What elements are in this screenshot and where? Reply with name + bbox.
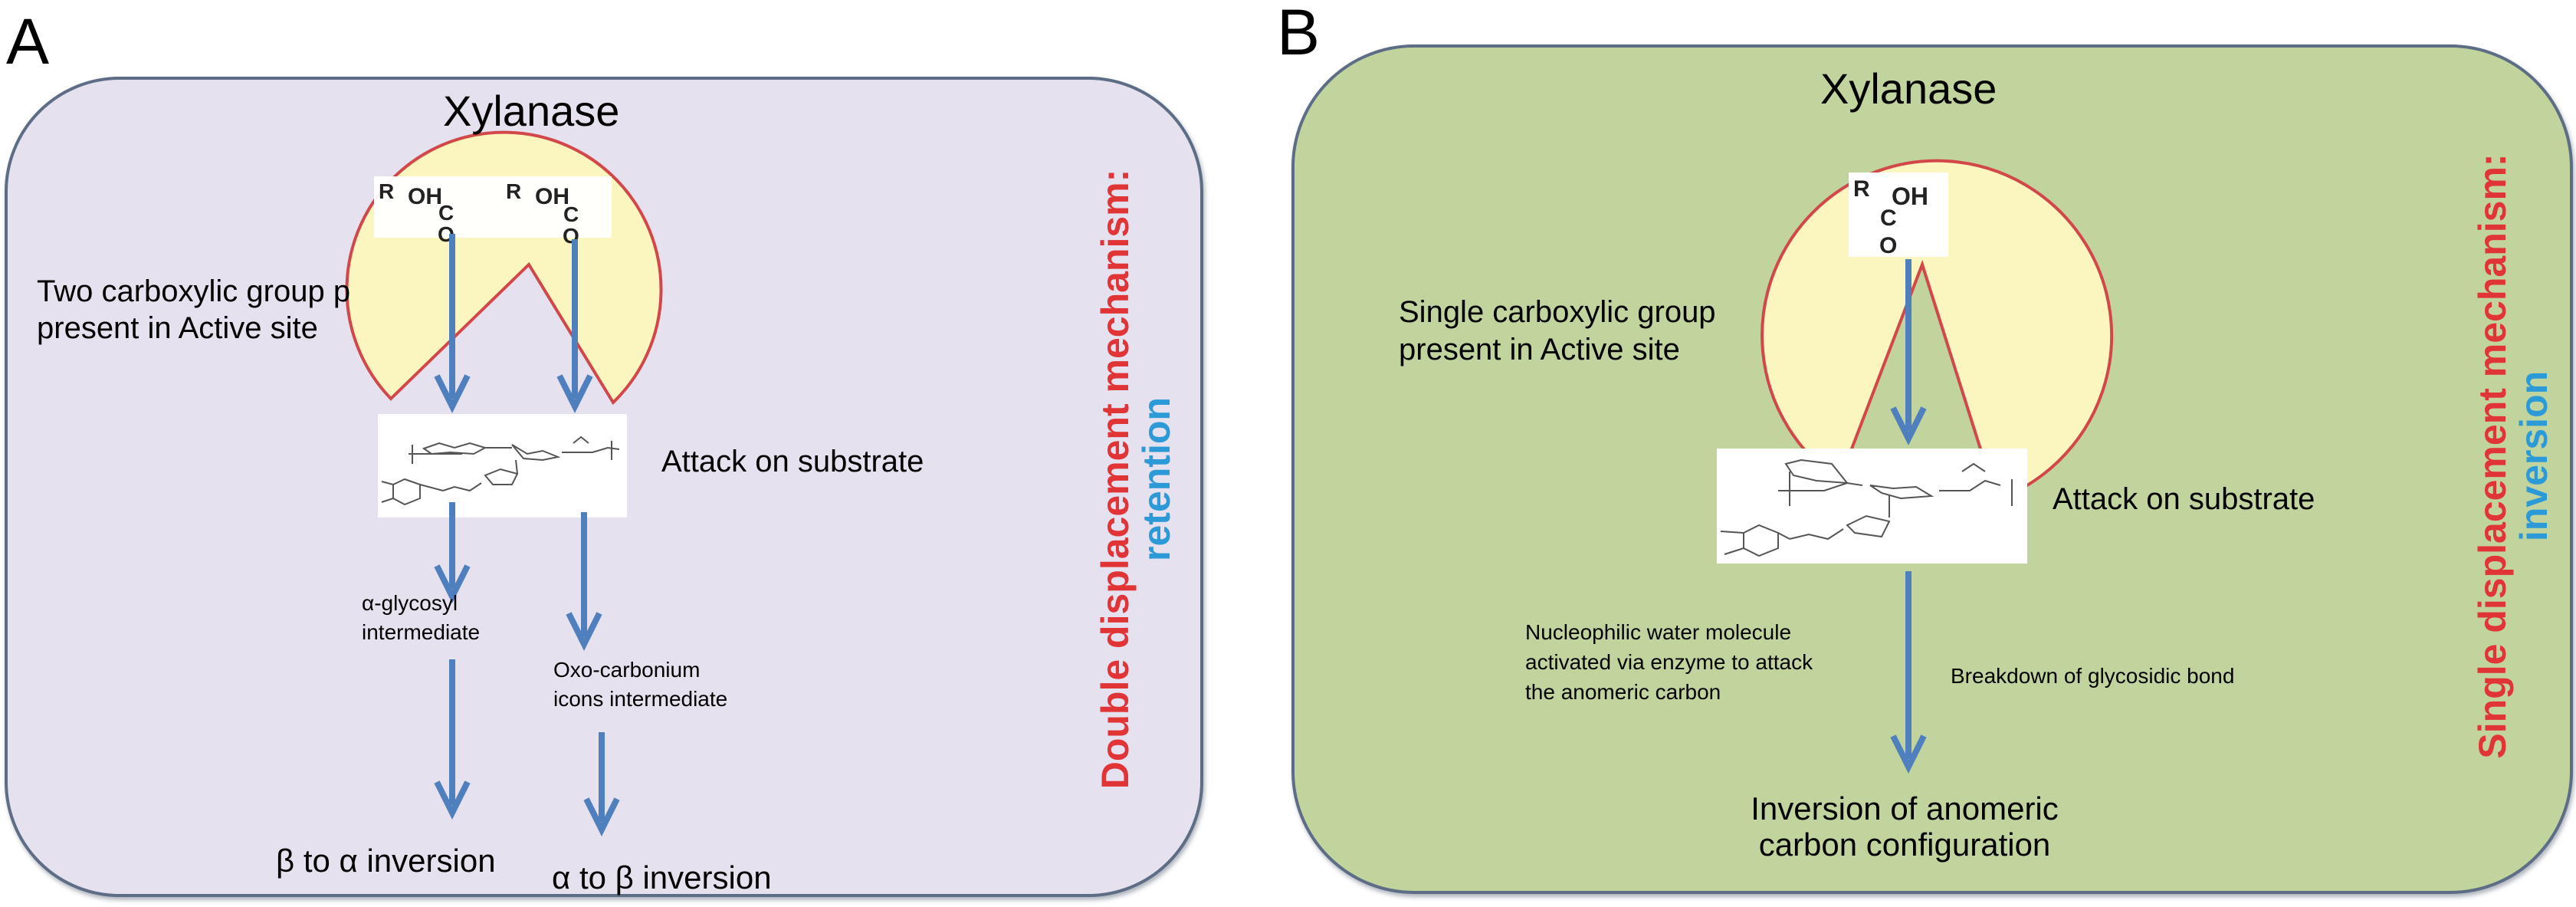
- xylan-structure-icon: [381, 435, 620, 506]
- chem-oh: OH: [535, 184, 569, 209]
- arrow-a-substrate-to-oxocarbonium: [566, 512, 602, 651]
- active-site-note-b-line2: present in Active site: [1399, 333, 1680, 366]
- substrate-structure-a: [378, 414, 627, 518]
- mechanism-label-b: Single displacement mechanism: inversion: [2471, 119, 2555, 794]
- arrow-head-icon: [1890, 734, 1927, 774]
- chem-r: R: [506, 179, 522, 203]
- water-note-line1: Nucleophilic water molecule: [1525, 620, 1792, 644]
- arrow-head-icon: [566, 612, 602, 651]
- arrow-b-carboxyl-to-substrate: [1890, 259, 1927, 445]
- arrow-a-oxocarbonium-to-result: [583, 732, 620, 836]
- result-b-line1: Inversion of anomeric: [1751, 790, 2059, 826]
- result-right: α to β inversion: [552, 859, 772, 895]
- mechanism-label-a: Double displacement mechanism: retention: [1094, 150, 1178, 809]
- chem-r: R: [379, 179, 395, 203]
- arrow-b-substrate-to-result: [1890, 571, 1927, 774]
- arrow-a-carboxyl2-to-substrate: [556, 239, 593, 413]
- mechanism-b-line2: inversion: [2512, 370, 2555, 542]
- result-b-line2: carbon configuration: [1758, 826, 2051, 863]
- arrow-a-substrate-to-glycosyl: [434, 502, 471, 603]
- arrow-a-glycosyl-to-result: [434, 659, 471, 820]
- chem-oh: OH: [1892, 182, 1928, 210]
- chem-c: C: [1880, 205, 1897, 231]
- panel-a-label: A: [6, 5, 50, 77]
- enzyme-title-a: Xylanase: [443, 87, 620, 135]
- chem-c: C: [563, 202, 579, 226]
- arrow-head-icon: [434, 780, 471, 820]
- chem-o: O: [1879, 233, 1898, 258]
- panel-b-label: B: [1277, 0, 1321, 68]
- arrow-head-icon: [583, 797, 620, 836]
- intermediate-right-line1: Oxo-carbonium: [553, 658, 701, 682]
- arrow-head-icon: [1890, 406, 1927, 445]
- mechanism-b-line1: Single displacement mechanism:: [2471, 153, 2514, 759]
- arrow-a-carboxyl1-to-substrate: [434, 234, 471, 413]
- carboxyl-box-a: [374, 176, 612, 238]
- chem-r: R: [1853, 176, 1870, 202]
- active-site-note-a-line1: Two carboxylic group p: [37, 274, 351, 308]
- carboxyl-box-b: [1849, 173, 1948, 257]
- enzyme-title-b: Xylanase: [1820, 64, 1997, 113]
- bond-note: Breakdown of glycosidic bond: [1951, 664, 2235, 688]
- mechanism-a-line1: Double displacement mechanism:: [1094, 169, 1137, 790]
- result-left: β to α inversion: [276, 843, 496, 879]
- intermediate-right-line2: icons intermediate: [553, 687, 728, 711]
- intermediate-left-line1: α-glycosyl: [362, 591, 458, 615]
- substrate-structure-b: [1717, 449, 2027, 564]
- arrow-head-icon: [434, 374, 471, 413]
- water-note-line2: activated via enzyme to attack: [1525, 650, 1813, 674]
- mechanism-a-line2: retention: [1135, 397, 1178, 561]
- active-site-note-b-line1: Single carboxylic group: [1399, 295, 1716, 329]
- arrow-head-icon: [556, 374, 593, 413]
- arrow-head-icon: [434, 564, 471, 603]
- substrate-label-a: Attack on substrate: [661, 445, 924, 478]
- chem-c: C: [438, 201, 454, 225]
- water-note-line3: the anomeric carbon: [1525, 680, 1721, 704]
- substrate-label-b: Attack on substrate: [2053, 482, 2315, 516]
- intermediate-left-line2: intermediate: [362, 620, 481, 644]
- active-site-note-a-line2: present in Active site: [37, 311, 318, 345]
- xylan-structure-icon: [1720, 458, 2013, 557]
- chem-oh: OH: [408, 184, 442, 209]
